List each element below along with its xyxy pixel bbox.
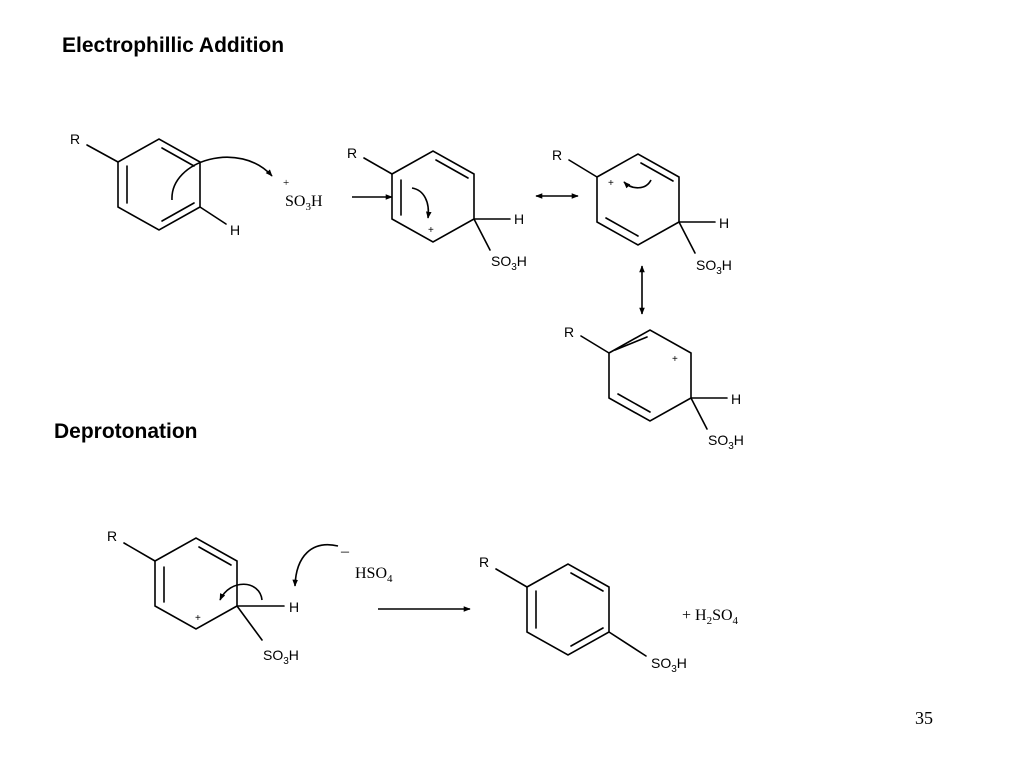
label-h: H xyxy=(731,391,741,407)
label-r: R xyxy=(479,554,489,570)
curved-arrow-electron-shift xyxy=(411,187,432,219)
product-benzenesulfonic-acid: R SO3H xyxy=(479,554,687,675)
label-r: R xyxy=(564,324,574,340)
label-r: R xyxy=(552,147,562,163)
label-h: H xyxy=(230,222,240,238)
curved-arrow-attack xyxy=(171,156,273,201)
curved-arrow-electron-shift xyxy=(623,179,652,189)
curved-arrow-base-attack xyxy=(292,544,339,587)
sigma-complex-3: R H + SO3H xyxy=(564,324,744,452)
label-so3h: SO3H xyxy=(491,253,527,273)
plus-charge: + xyxy=(428,225,434,236)
label-h: H xyxy=(289,599,299,615)
base-hso4: – HSO4 xyxy=(340,543,393,585)
plus-charge: + xyxy=(283,177,289,189)
label-so3h: SO3H xyxy=(696,257,732,277)
label-r: R xyxy=(347,145,357,161)
label-r: R xyxy=(107,528,117,544)
hso4-formula: HSO4 xyxy=(355,565,393,585)
sigma-complex-2: R H + SO3H xyxy=(552,147,732,277)
electrophile-formula: SO3H xyxy=(285,193,323,213)
curved-arrow-bond-to-ring xyxy=(219,583,263,601)
plus-charge: + xyxy=(608,178,614,189)
electrophile-so3h: + SO3H xyxy=(283,177,323,213)
minus-charge: – xyxy=(340,543,350,560)
sigma-complex-deprotonation: R H + SO3H xyxy=(107,528,299,667)
heading-deprotonation: Deprotonation xyxy=(54,420,198,443)
page-number: 35 xyxy=(915,708,933,728)
label-h: H xyxy=(514,211,524,227)
label-so3h: SO3H xyxy=(708,432,744,452)
benzene-reactant: R H xyxy=(70,131,240,238)
label-h: H xyxy=(719,215,729,231)
byproduct-h2so4: + H2SO4 xyxy=(682,607,739,627)
heading-electrophilic-addition: Electrophillic Addition xyxy=(62,34,285,57)
sigma-complex-1: R H + SO3H xyxy=(347,145,527,273)
plus-charge: + xyxy=(195,613,201,624)
plus-charge: + xyxy=(672,354,678,365)
label-so3h: SO3H xyxy=(651,655,687,675)
label-so3h: SO3H xyxy=(263,647,299,667)
label-r: R xyxy=(70,131,80,147)
